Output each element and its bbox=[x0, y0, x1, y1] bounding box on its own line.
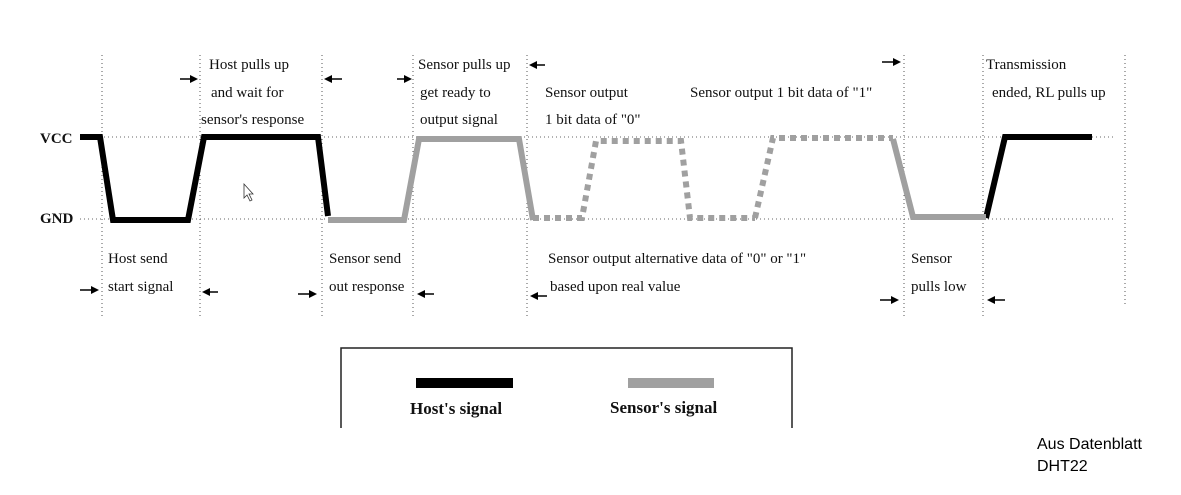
source-note-line: DHT22 bbox=[1037, 458, 1088, 475]
legend: Host's signal Sensor's signal bbox=[340, 347, 793, 428]
label-transmission-ended: Transmission bbox=[986, 57, 1067, 73]
arrow-right-icon bbox=[397, 75, 412, 83]
label-host-pulls-up: sensor's response bbox=[201, 112, 304, 128]
sensor-data-bit-1 bbox=[752, 135, 893, 219]
label-alternative-data: based upon real value bbox=[550, 279, 681, 295]
arrow-right-icon bbox=[882, 58, 901, 66]
arrow-left-icon bbox=[324, 75, 342, 83]
legend-host-label: Host's signal bbox=[410, 399, 502, 418]
label-sensor-pulls-low: pulls low bbox=[911, 279, 967, 295]
label-host-send: start signal bbox=[108, 279, 173, 295]
arrow-left-icon bbox=[417, 290, 434, 298]
arrow-right-icon bbox=[80, 286, 99, 294]
label-host-pulls-up: and wait for bbox=[211, 85, 283, 101]
label-bit-0: Sensor output bbox=[545, 85, 629, 101]
sensor-signal-response bbox=[328, 136, 536, 223]
label-sensor-pulls-up: output signal bbox=[420, 112, 498, 128]
legend-border bbox=[340, 347, 793, 428]
label-sensor-pulls-up: get ready to bbox=[420, 85, 491, 101]
label-sensor-pulls-up: Sensor pulls up bbox=[418, 57, 511, 73]
arrow-left-icon bbox=[987, 296, 1005, 304]
arrow-left-icon bbox=[202, 288, 218, 296]
label-host-pulls-up: Host pulls up bbox=[209, 57, 289, 73]
arrow-right-icon bbox=[180, 75, 198, 83]
label-sensor-send: out response bbox=[329, 279, 405, 295]
arrow-left-icon bbox=[530, 292, 547, 300]
source-note-line: Aus Datenblatt bbox=[1037, 436, 1142, 453]
label-sensor-send: Sensor send bbox=[329, 251, 402, 267]
label-sensor-pulls-low: Sensor bbox=[911, 251, 952, 267]
arrow-left-icon bbox=[529, 61, 545, 69]
arrow-right-icon bbox=[298, 290, 317, 298]
sensor-data-bit-0 bbox=[533, 138, 755, 221]
arrow-right-icon bbox=[880, 296, 899, 304]
source-note: Aus Datenblatt DHT22 bbox=[1037, 434, 1142, 478]
label-bit-0: 1 bit data of "0" bbox=[545, 112, 641, 128]
legend-sensor-label: Sensor's signal bbox=[610, 398, 717, 417]
label-transmission-ended: ended, RL pulls up bbox=[992, 85, 1106, 101]
mouse-cursor-icon bbox=[243, 182, 254, 202]
sensor-signal-pulls-low bbox=[890, 138, 986, 220]
host-signal-start-pulse bbox=[80, 134, 331, 223]
label-alternative-data: Sensor output alternative data of "0" or… bbox=[548, 251, 806, 267]
host-signal-end-pulse bbox=[983, 134, 1092, 219]
gnd-label: GND bbox=[40, 211, 74, 227]
label-bit-1: Sensor output 1 bit data of "1" bbox=[690, 85, 872, 101]
vcc-label: VCC bbox=[40, 131, 73, 147]
label-host-send: Host send bbox=[108, 251, 168, 267]
